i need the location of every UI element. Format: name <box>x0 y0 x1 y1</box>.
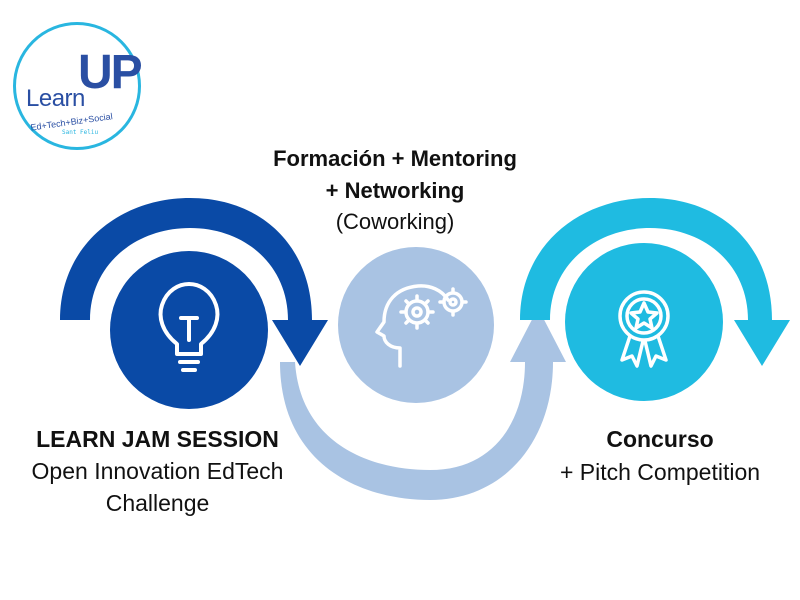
logo-place: Sant Feliu <box>62 129 99 136</box>
logo-word-learn: Learn <box>26 85 85 112</box>
learnup-logo: UP Learn Ed+Tech+Biz+Social Sant Feliu <box>13 22 143 150</box>
logo-word-up: UP <box>78 46 143 99</box>
lightbulb-icon <box>158 282 220 372</box>
stage2-arrow <box>280 308 566 500</box>
award-ribbon-icon <box>618 290 670 368</box>
stage3-subtitle: + Pitch Competition <box>559 459 761 485</box>
stage3-arrow <box>520 198 790 366</box>
stage1-subtitle: Open Innovation EdTech Challenge <box>31 458 284 516</box>
stage2-label: Formación + Mentoring + Networking (Cowo… <box>255 143 535 237</box>
stage2-title-line2: + Networking <box>325 178 465 203</box>
stage3-label: Concurso + Pitch Competition <box>525 423 795 489</box>
stage2-title-line1: Formación + Mentoring <box>273 146 517 171</box>
head-gears-icon <box>375 284 468 368</box>
stage3-title: Concurso <box>606 426 714 452</box>
stage2-subtitle: (Coworking) <box>335 209 455 234</box>
stage1-label: LEARN JAM SESSION Open Innovation EdTech… <box>0 423 315 519</box>
stage1-arrow <box>60 198 328 366</box>
stage1-title: LEARN JAM SESSION <box>36 426 279 452</box>
